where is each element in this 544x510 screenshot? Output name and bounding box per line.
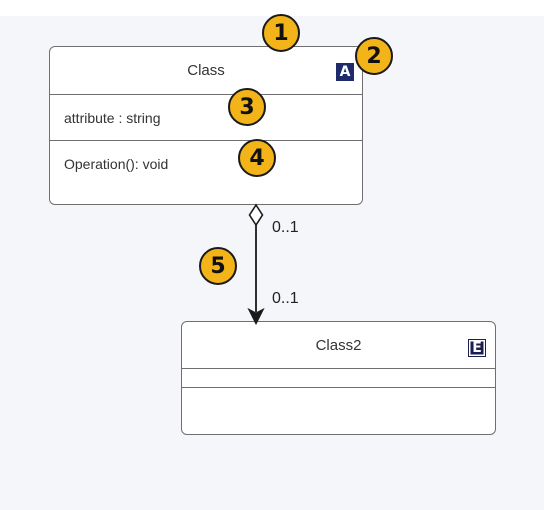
operation-compartment[interactable]: Operation(): void: [50, 141, 362, 187]
class-box-class[interactable]: Class A attribute : string Operation(): …: [49, 46, 363, 205]
target-multiplicity[interactable]: 0..1: [272, 290, 299, 307]
hollow-diamond-icon[interactable]: [248, 203, 264, 227]
class2-title: Class2: [315, 336, 362, 354]
canvas-top-strip: [0, 0, 544, 16]
source-multiplicity[interactable]: 0..1: [272, 219, 299, 236]
class-box-class2[interactable]: Class2 E: [181, 321, 496, 435]
attribute-compartment[interactable]: attribute : string: [50, 95, 362, 141]
callout-marker-1: 1: [262, 14, 300, 52]
arrowhead-icon: [247, 307, 265, 326]
class-title: Class: [187, 62, 225, 79]
class-header[interactable]: Class A: [50, 47, 362, 95]
callout-marker-2: 2: [355, 37, 393, 75]
operation-text: Operation(): void: [64, 156, 169, 172]
attribute-text: attribute : string: [64, 109, 161, 126]
callout-marker-4: 4: [238, 139, 276, 177]
enum-stereotype-icon[interactable]: E: [468, 339, 486, 357]
class2-attribute-compartment[interactable]: [182, 369, 495, 388]
abstract-stereotype-icon[interactable]: A: [336, 63, 354, 81]
callout-marker-3: 3: [228, 88, 266, 126]
class2-header[interactable]: Class2 E: [182, 322, 495, 369]
callout-marker-5: 5: [199, 247, 237, 285]
